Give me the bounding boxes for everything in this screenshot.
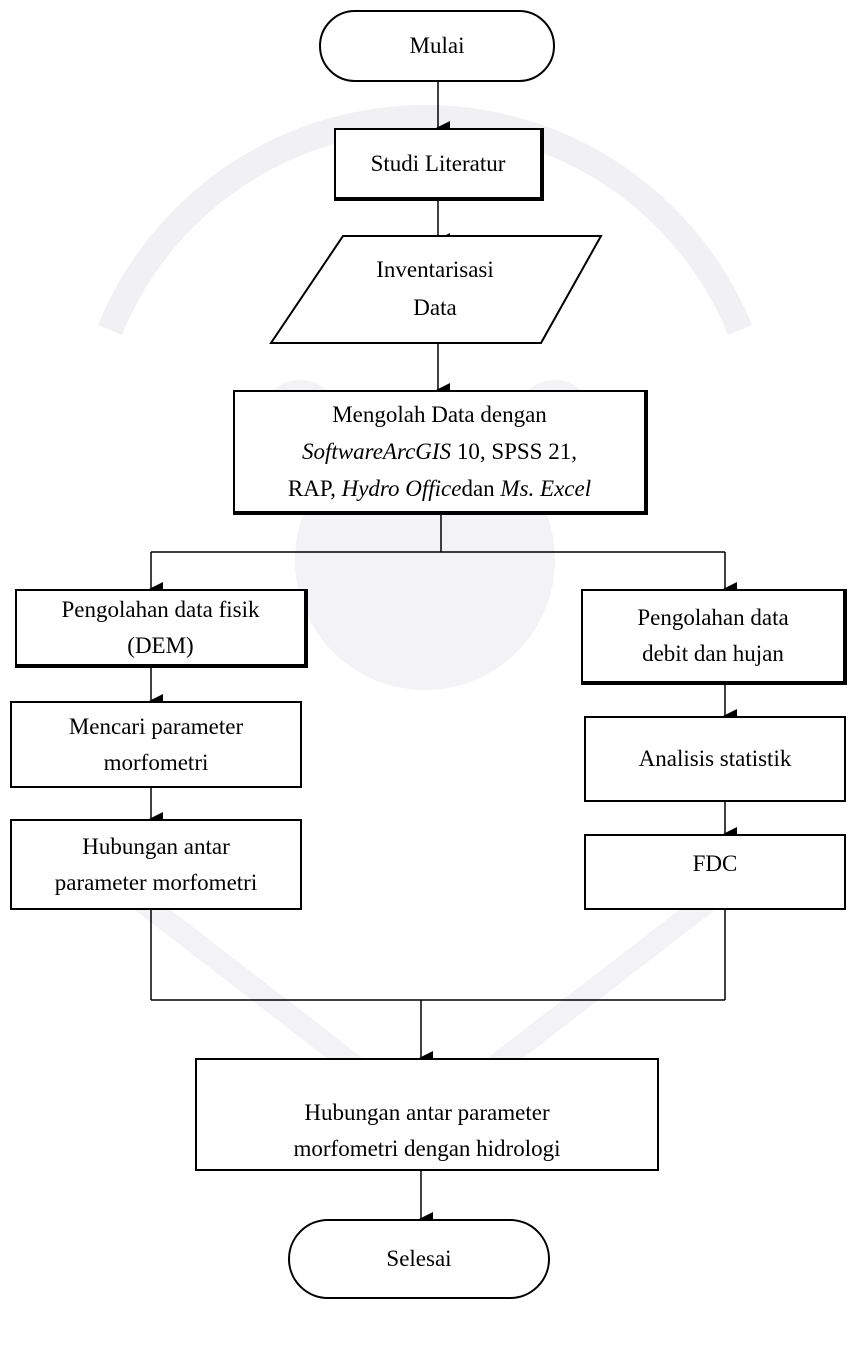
- discharge-rainfall-processing-box: Pengolahan data debit dan hujan: [581, 589, 847, 685]
- statistics-label: Analisis statistik: [638, 746, 792, 771]
- inventory-data-node: Inventarisasi Data: [300, 244, 570, 334]
- end-terminal: Selesai: [288, 1219, 550, 1299]
- fdc-label: FDC: [692, 851, 738, 876]
- processing-label-line3: RAP, Hydro Officedan Ms. Excel: [287, 476, 592, 501]
- physical-data-processing-box: Pengolahan data fisik (DEM): [15, 589, 308, 668]
- parameters-label-line1: Mencari parameter: [68, 713, 244, 739]
- fdc-box: FDC: [584, 834, 846, 910]
- statistical-analysis-box: Analisis statistik: [584, 716, 846, 802]
- literature-study-label: Studi Literatur: [370, 150, 506, 176]
- processing-label-line2: SoftwareArcGIS 10, SPSS 21,: [302, 439, 577, 464]
- start-label: Mulai: [409, 33, 465, 58]
- relation-label-line1: Hubungan antar: [82, 833, 230, 859]
- end-label: Selesai: [386, 1246, 452, 1271]
- physical-label-line2: (DEM): [127, 632, 194, 658]
- inventory-label-line2: Data: [413, 295, 457, 320]
- inventory-data-parallelogram: [269, 235, 603, 344]
- morphometric-relation-box: Hubungan antar parameter morfometri: [10, 819, 302, 910]
- discharge-label-line1: Pengolahan data: [637, 605, 789, 630]
- hydrology-relation-box: Hubungan antar parameter morfometri deng…: [195, 1058, 659, 1171]
- processing-label-line1: Mengolah Data dengan: [332, 402, 547, 427]
- search-parameters-box: Mencari parameter morfometri: [10, 701, 302, 788]
- parameters-label-line2: morfometri: [103, 749, 209, 775]
- literature-study-box: Studi Literatur: [334, 128, 544, 201]
- discharge-label-line2: debit dan hujan: [642, 641, 784, 666]
- start-terminal: Mulai: [319, 10, 555, 82]
- physical-label-line1: Pengolahan data fisik: [61, 596, 260, 622]
- data-processing-box: Mengolah Data dengan SoftwareArcGIS 10, …: [233, 390, 648, 515]
- inventory-label-line1: Inventarisasi: [376, 257, 494, 282]
- final-relation-label-line1: Hubungan antar parameter: [304, 1100, 550, 1125]
- relation-label-line2: parameter morfometri: [54, 869, 258, 895]
- final-relation-label-line2: morfometri dengan hidrologi: [293, 1136, 561, 1161]
